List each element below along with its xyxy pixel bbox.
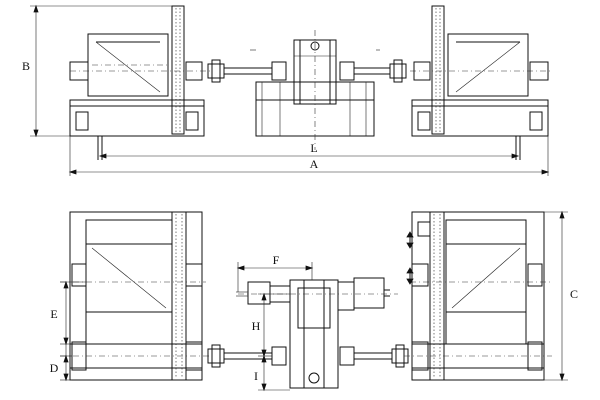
label-d: D — [50, 361, 59, 375]
left-coupling-plan — [207, 344, 287, 368]
left-drum-plan — [60, 211, 210, 381]
dimension-h-i: H I — [252, 292, 290, 392]
plan-view: F H I E D — [50, 210, 578, 392]
dimension-l: L — [98, 141, 520, 159]
right-drum-plan — [404, 211, 552, 381]
right-drum-unit — [410, 5, 552, 160]
dimension-c: C — [540, 210, 578, 382]
dimension-f: F — [236, 253, 314, 292]
left-coupling — [207, 59, 287, 83]
label-a: A — [310, 157, 319, 171]
label-b: B — [22, 59, 30, 73]
dimension-e-d: E D — [50, 280, 86, 382]
label-f: F — [273, 253, 280, 267]
label-h: H — [252, 319, 261, 333]
left-drum-unit — [69, 5, 210, 160]
front-elevation: B — [22, 4, 552, 176]
gearbox-front — [250, 30, 390, 150]
label-i: I — [254, 369, 258, 383]
right-coupling — [389, 59, 407, 83]
dimension-a: A — [68, 136, 550, 176]
label-c: C — [570, 287, 578, 301]
label-e: E — [50, 307, 57, 321]
dimension-b: B — [22, 4, 172, 138]
label-l: L — [310, 141, 317, 155]
gearbox-plan — [236, 277, 398, 389]
